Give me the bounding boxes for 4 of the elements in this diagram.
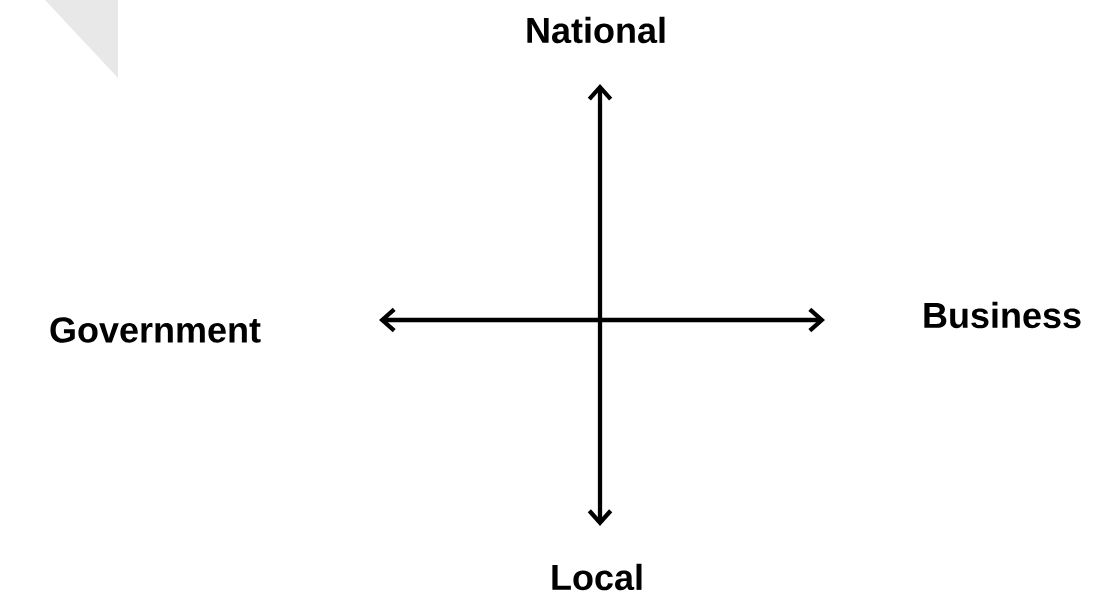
axis-label: Government <box>50 317 261 343</box>
axis-label: National <box>527 16 665 44</box>
axis-label: Business <box>924 301 1081 329</box>
axis-label: Local <box>552 563 642 591</box>
